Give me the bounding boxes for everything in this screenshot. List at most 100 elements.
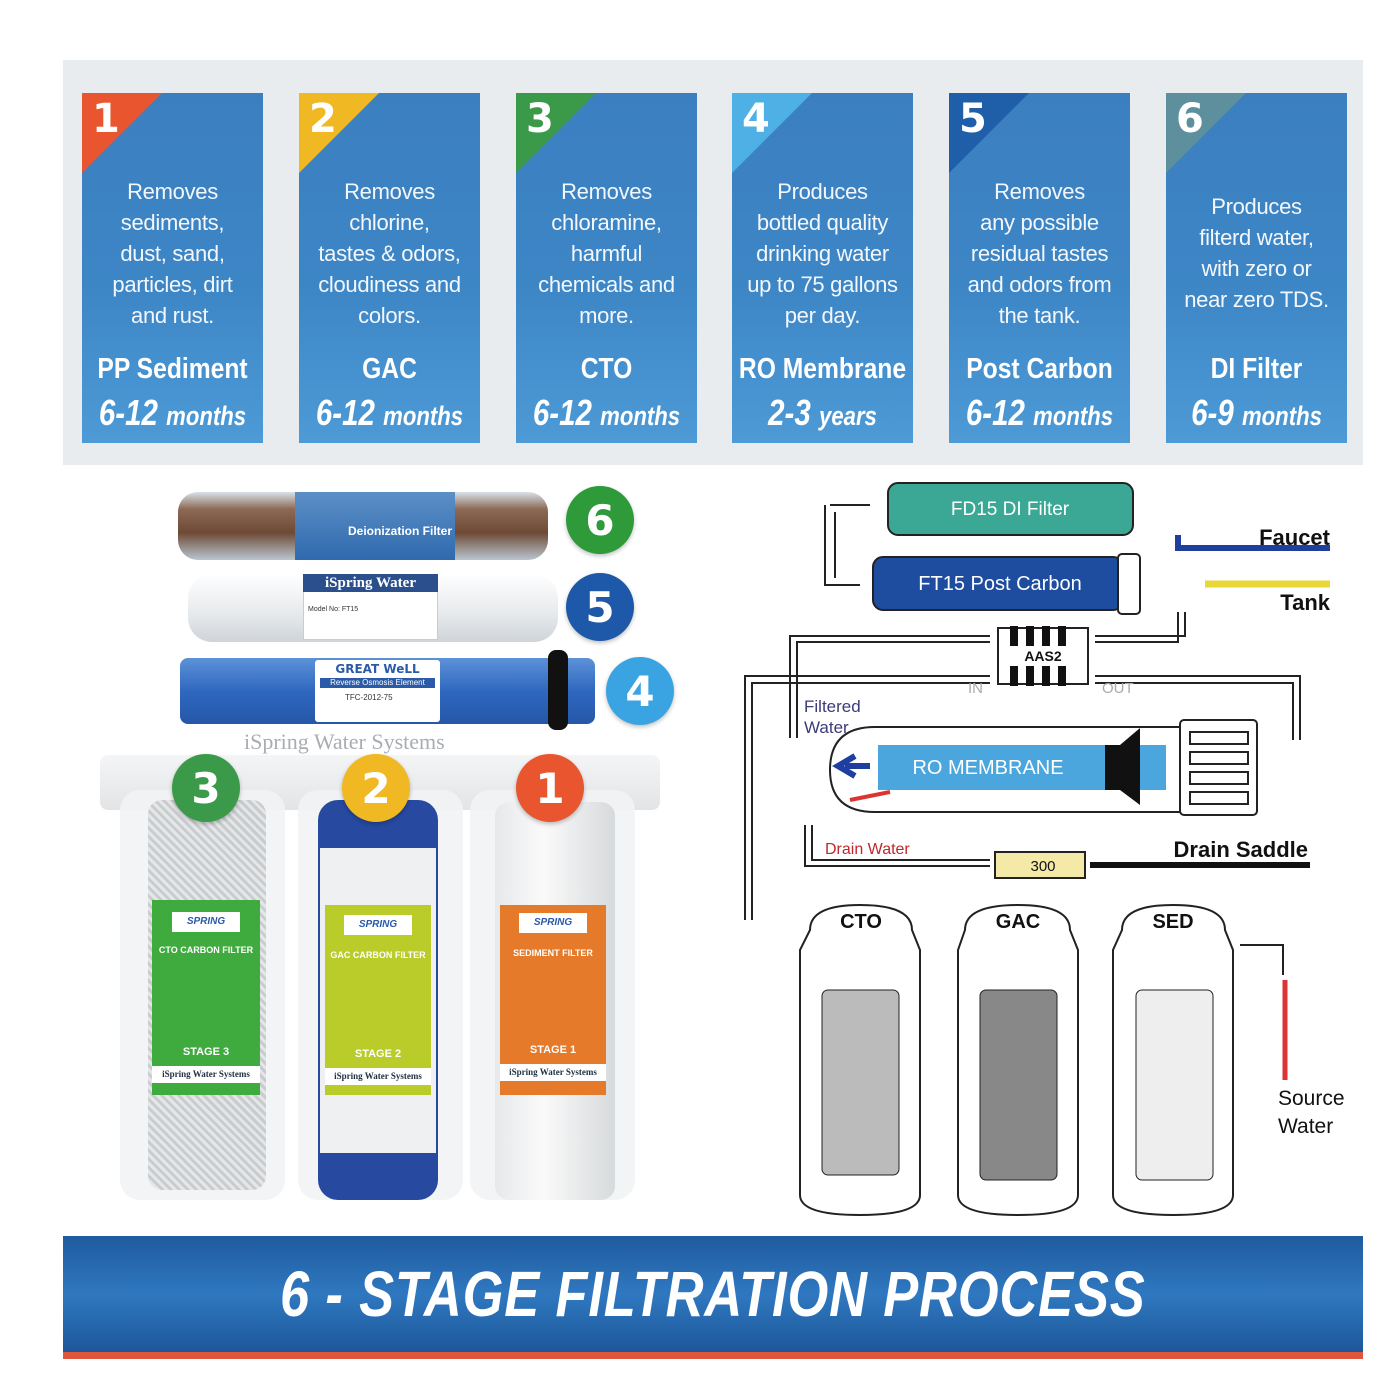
- gac-core: [979, 989, 1058, 1181]
- stage-corner-accent: [299, 93, 379, 173]
- tank-text: Tank: [1280, 590, 1330, 615]
- post-carbon-model: Model No: FT15: [308, 606, 359, 613]
- stage-badge-4: 4: [606, 657, 674, 725]
- stage-lifespan: 6-12 months: [949, 391, 1130, 435]
- stage-description: Removes any possible residual tastes and…: [967, 178, 1112, 328]
- gac-footer: iSpring Water Systems: [325, 1068, 431, 1085]
- ro-brand: GREAT WeLL: [335, 662, 420, 676]
- lifespan-value: 6-12: [532, 392, 592, 433]
- banner-title: 6 - STAGE FILTRATION PROCESS: [280, 1258, 1146, 1330]
- pipe-source: [1240, 944, 1284, 975]
- di-filter-label: Deionization Filter: [347, 524, 452, 538]
- ro-sub: Reverse Osmosis Element: [320, 678, 435, 688]
- pipe-top-inner: [796, 612, 1179, 738]
- pipes: [744, 504, 1301, 975]
- ro-seal: [1105, 728, 1140, 805]
- filtered-text-2: Water: [804, 718, 849, 737]
- pipe-top: [789, 612, 1186, 738]
- stage-badge-5: 5: [566, 573, 634, 641]
- sed-text: SED: [1152, 911, 1193, 933]
- stage-description: Removes sediments, dust, sand, particles…: [112, 178, 233, 328]
- stage-filter-name: RO Membrane: [738, 353, 907, 385]
- source-text-1: Source: [1278, 1087, 1345, 1110]
- stage-corner-accent: [1166, 93, 1246, 173]
- ro-label-panel: [315, 660, 440, 722]
- stage-card-2: 2 Removes chlorine, tastes & odors, clou…: [299, 93, 480, 443]
- sed-label-panel: [500, 905, 606, 1095]
- sed-label: SEDIMENT FILTER: [513, 948, 593, 958]
- filtered-arrow: [832, 753, 870, 779]
- cto-stage-num: 3: [223, 1046, 230, 1058]
- brand-watermark: iSpring Water Systems: [244, 729, 445, 754]
- ro-text: RO MEMBRANE: [912, 757, 1063, 779]
- lifespan-unit: months: [166, 401, 247, 431]
- flow-restrictor: [994, 851, 1086, 879]
- faucet-line: [1175, 535, 1330, 551]
- cto-footer: iSpring Water Systems: [152, 1066, 260, 1083]
- stage-badge-6: 6: [566, 486, 634, 554]
- di-filter-text: FD15 DI Filter: [951, 499, 1070, 520]
- ro-model: TFC-2012-75: [345, 693, 393, 702]
- aas2-text: AAS2: [1024, 648, 1062, 664]
- stage-card-1: 1 Removes sediments, dust, sand, particl…: [82, 93, 263, 443]
- cto-stage: STAGE 3: [152, 1046, 260, 1059]
- stage-number: 1: [92, 96, 120, 142]
- lifespan-unit: months: [1241, 401, 1322, 431]
- post-carbon-cap: [1117, 553, 1141, 615]
- gac-stage-word: STAGE: [354, 1048, 392, 1060]
- sed-logo: SPRING: [519, 913, 587, 933]
- gac-text: GAC: [996, 911, 1040, 933]
- gac-stage-num: 2: [395, 1048, 402, 1060]
- source-text-2: Water: [1278, 1115, 1333, 1138]
- stage-number: 2: [309, 96, 337, 142]
- di-filter-body: [887, 482, 1134, 536]
- stage-lifespan: 6-9 months: [1166, 391, 1347, 435]
- stage-card-3: 3 Removes chloramine, harmful chemicals …: [516, 93, 697, 443]
- gac-label-panel: [325, 905, 431, 1095]
- ro-end-cap: [548, 650, 568, 730]
- stage-lifespan: 6-12 months: [299, 391, 480, 435]
- stage-filter-name: CTO: [580, 353, 633, 385]
- sed-stage-num: 1: [570, 1044, 577, 1056]
- banner: 6 - STAGE FILTRATION PROCESS: [63, 1236, 1363, 1352]
- stage-corner-accent: [732, 93, 812, 173]
- stage-filter-name: DI Filter: [1210, 353, 1303, 385]
- lifespan-value: 6-9: [1191, 392, 1234, 433]
- ro-cap-slots: [1189, 731, 1249, 805]
- stage-number: 3: [526, 96, 554, 142]
- out-text: OUT: [1102, 680, 1134, 697]
- drain-arrow: [849, 790, 891, 802]
- cto-stage-word: STAGE: [182, 1046, 220, 1058]
- lifespan-unit: months: [600, 401, 681, 431]
- cto-label-panel: [152, 900, 260, 1095]
- lifespan-unit: months: [1033, 401, 1114, 431]
- gac-stage: STAGE 2: [325, 1048, 431, 1061]
- drain-water-text: Drain Water: [825, 841, 910, 858]
- cto-text: CTO: [840, 911, 882, 933]
- sed-stage-word: STAGE: [529, 1044, 567, 1056]
- cto-logo: SPRING: [172, 912, 240, 932]
- lifespan-value: 6-12: [965, 392, 1025, 433]
- stages-panel: [63, 60, 1363, 465]
- pipe-bottom-inner: [751, 682, 1294, 920]
- lifespan-value: 6-12: [98, 392, 158, 433]
- stage-filter-name: Post Carbon: [966, 353, 1113, 385]
- gac-label: GAC CARBON FILTER: [330, 950, 426, 960]
- gac-logo: SPRING: [344, 915, 412, 935]
- stage-badge-1: 1: [516, 754, 584, 822]
- pipe-di-loop: [824, 504, 870, 586]
- stage-badge-3: 3: [172, 754, 240, 822]
- stage-description: Removes chloramine, harmful chemicals an…: [538, 178, 675, 328]
- drain-saddle-text: Drain Saddle: [1174, 837, 1308, 862]
- filtered-text-1: Filtered: [804, 697, 861, 716]
- pipe-drain: [804, 825, 990, 867]
- sed-footer: iSpring Water Systems: [500, 1064, 606, 1081]
- stage-number: 6: [1176, 96, 1204, 142]
- stage-number: 4: [742, 96, 770, 142]
- stage-card-6: 6 Produces filterd water, with zero or n…: [1166, 93, 1347, 443]
- post-carbon-label: iSpring Water: [303, 574, 438, 592]
- di-filter-label-panel: [295, 492, 455, 560]
- stage-filter-name: GAC: [362, 353, 417, 385]
- cto-label: CTO CARBON FILTER: [158, 945, 254, 955]
- ro-cap: [1179, 719, 1258, 816]
